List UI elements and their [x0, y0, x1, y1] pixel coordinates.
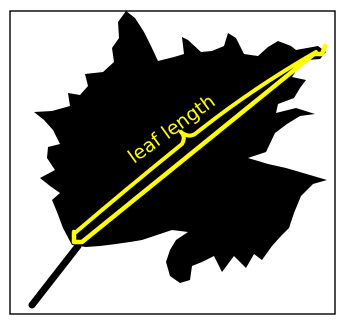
leaf-stem [32, 246, 78, 305]
